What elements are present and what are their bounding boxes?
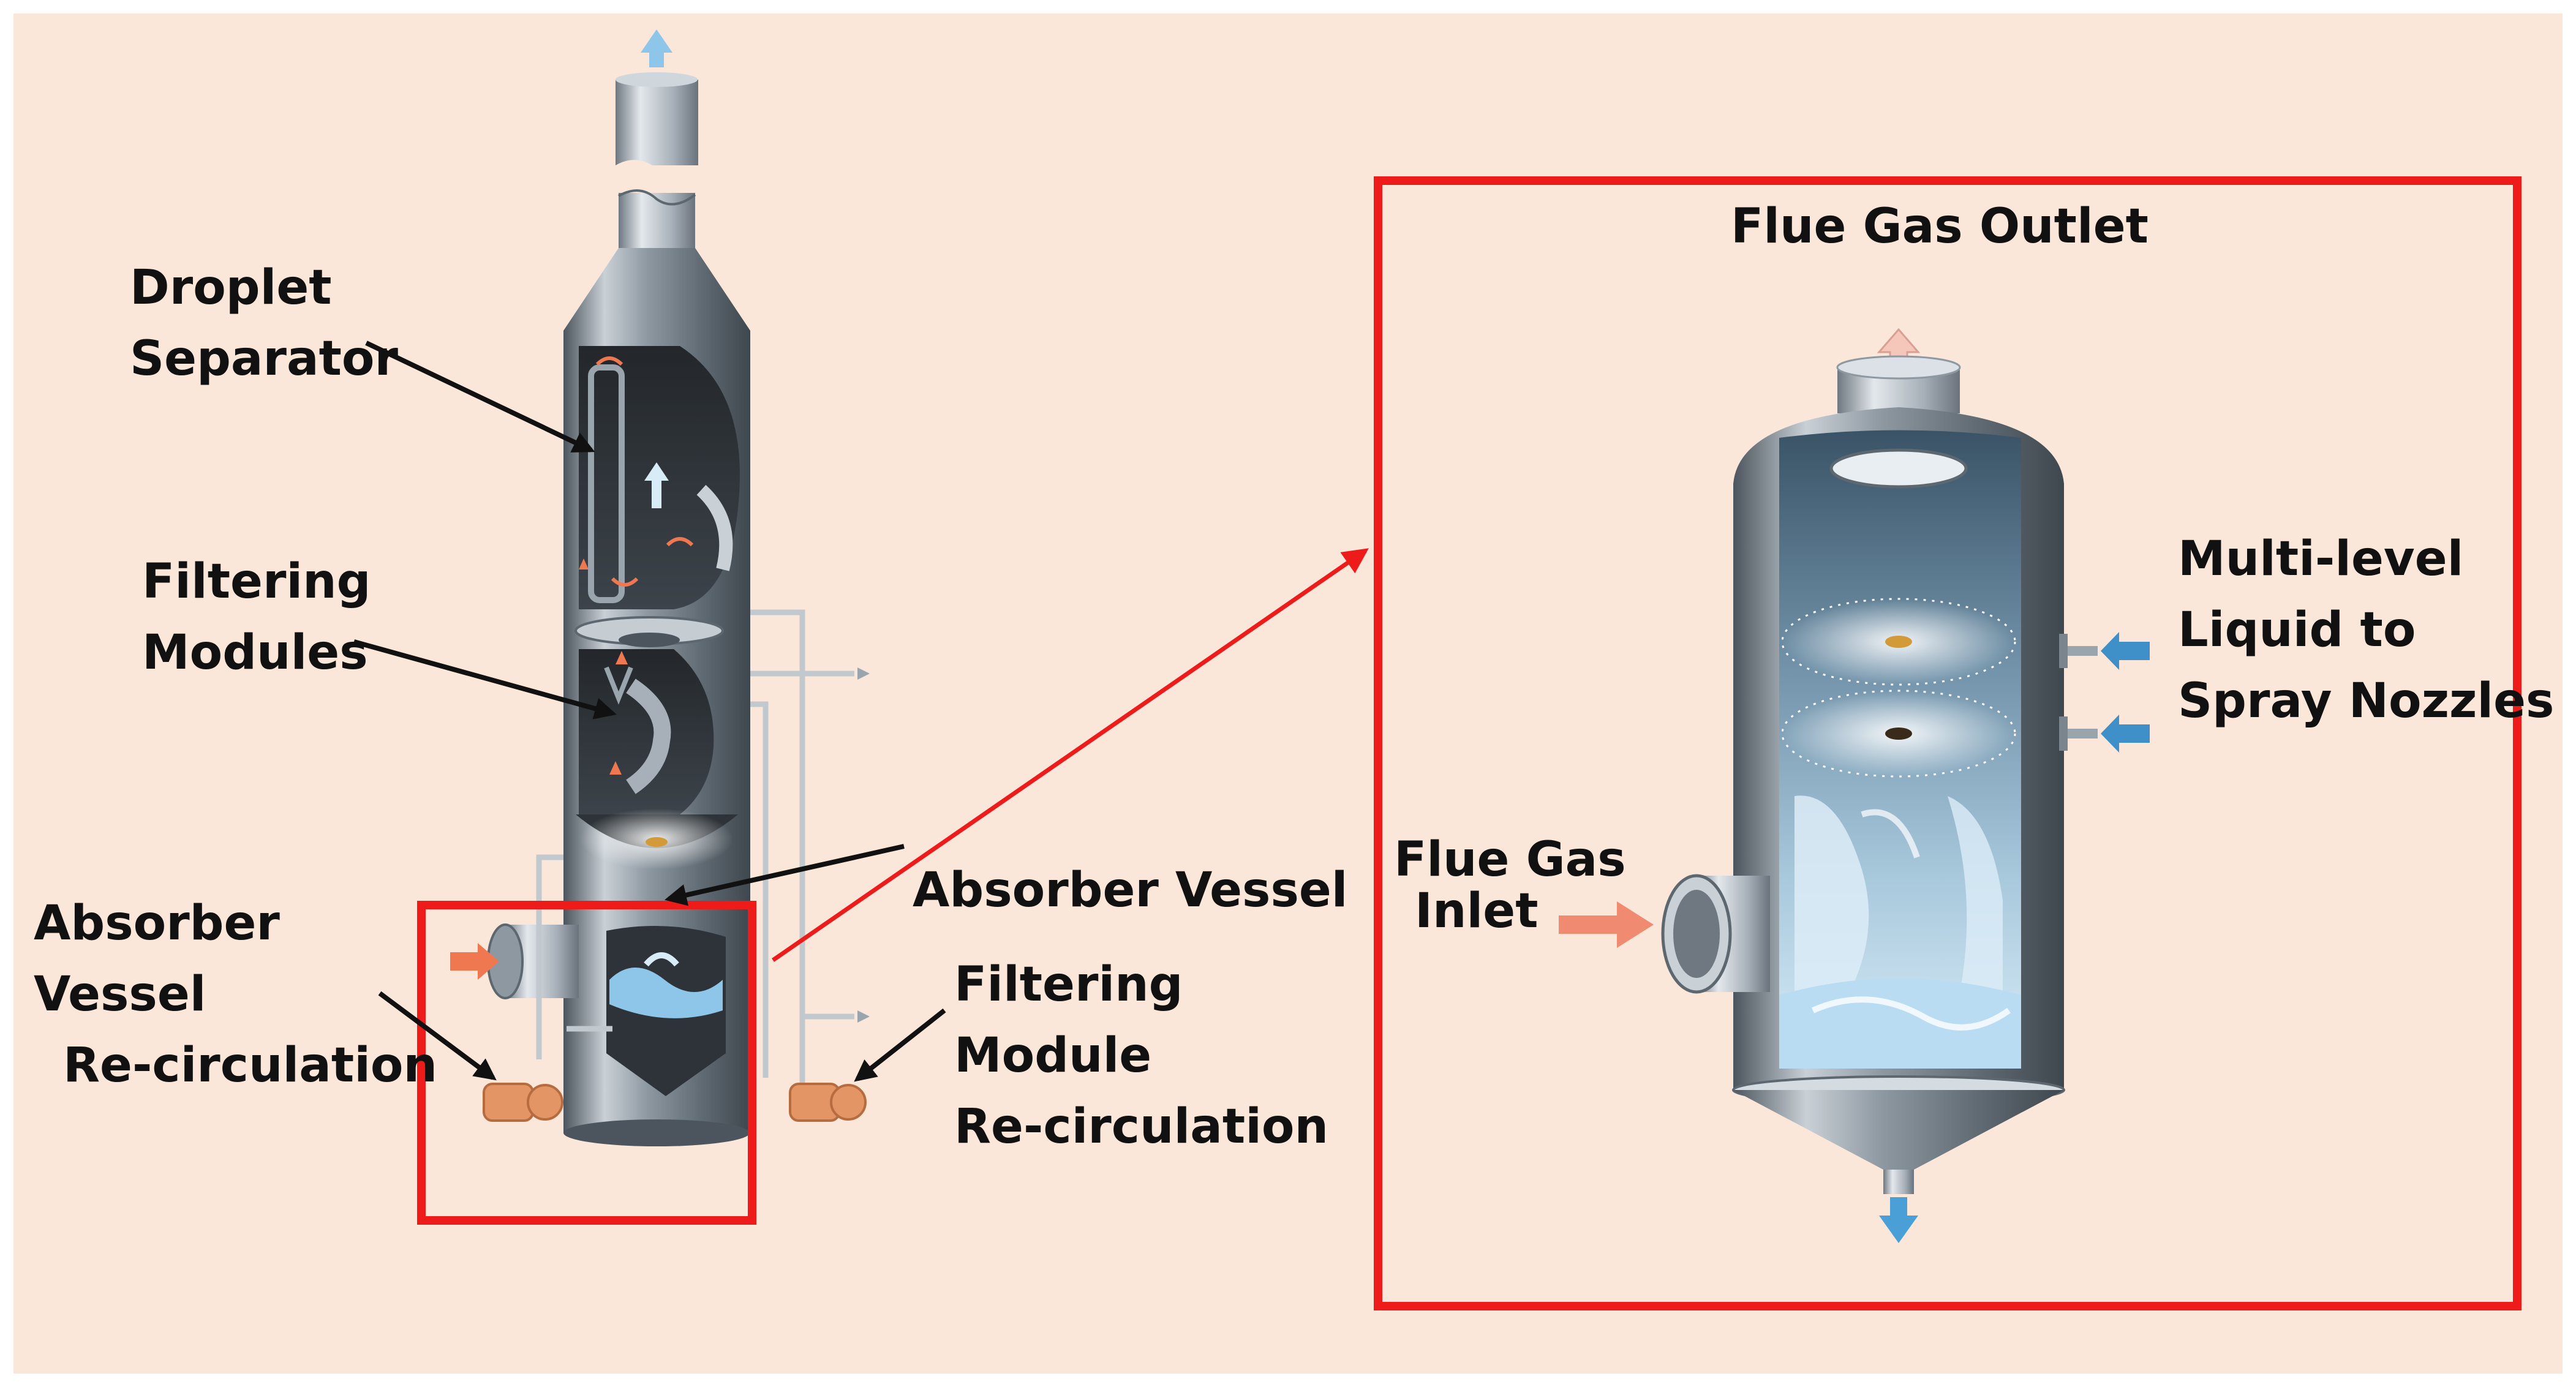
pump-icon bbox=[483, 1083, 563, 1122]
filtering-module-recirculation-pointer-arrow bbox=[854, 1008, 946, 1082]
label-line: Multi-level bbox=[2178, 532, 2464, 587]
absorber-highlight-box bbox=[417, 901, 756, 1225]
flue-gas-inlet-arrow-icon bbox=[450, 943, 499, 980]
label-line: Spray Nozzles bbox=[2178, 674, 2555, 729]
label-line: Vessel bbox=[34, 967, 206, 1022]
liquid-feed-arrow-icon bbox=[2101, 715, 2150, 753]
liquid-feed-arrow-icon bbox=[857, 667, 870, 680]
label-multi-level-liquid: Multi-level Liquid to Spray Nozzles bbox=[2178, 524, 2554, 737]
label-filtering-module-recirculation: Filtering Module Re-circulation bbox=[954, 949, 1328, 1162]
label-line: Absorber Vessel bbox=[913, 863, 1348, 918]
zoomed-absorber-vessel bbox=[1559, 328, 2150, 1243]
label-line: Flue Gas bbox=[1394, 832, 1626, 887]
label-line: Liquid to bbox=[2178, 603, 2416, 658]
filtering-modules-pointer-arrow bbox=[353, 639, 617, 720]
label-flue-gas-outlet: Flue Gas Outlet bbox=[1731, 191, 2149, 262]
flow-up-arrow-icon bbox=[644, 462, 669, 508]
absorber-vessel-pointer-arrow bbox=[664, 844, 905, 906]
absorber-recirculation-pointer-arrow bbox=[378, 991, 497, 1081]
scrubber-tower bbox=[450, 29, 870, 1146]
label-line: Flue Gas Outlet bbox=[1731, 199, 2149, 254]
label-droplet-separator: Droplet Separator bbox=[130, 252, 398, 394]
label-line: Re-circulation bbox=[63, 1038, 438, 1093]
zoomed-view-frame bbox=[1374, 176, 2521, 1310]
zoom-arrow bbox=[772, 548, 1369, 962]
label-line: Filtering bbox=[954, 957, 1183, 1012]
label-line: Inlet bbox=[1415, 884, 1538, 939]
label-filtering-modules: Filtering Modules bbox=[142, 546, 371, 688]
flow-up-arrow-icon bbox=[609, 761, 622, 775]
label-line: Separator bbox=[130, 331, 398, 386]
liquid-feed-arrow-icon bbox=[857, 1010, 870, 1023]
label-line: Modules bbox=[142, 625, 368, 680]
flue-gas-inlet-arrow-icon bbox=[1559, 901, 1654, 948]
label-line: Filtering bbox=[142, 554, 371, 609]
label-flue-gas-inlet: Flue Gas Inlet bbox=[1394, 834, 1626, 937]
droplet-separator-pointer-arrow bbox=[365, 340, 595, 453]
pump-icon bbox=[789, 1083, 867, 1122]
flow-up-arrow-icon bbox=[641, 29, 672, 67]
label-line: Module bbox=[954, 1028, 1152, 1083]
label-absorber-vessel-recirculation: Absorber Vessel Re-circulation bbox=[34, 888, 437, 1101]
label-line: Re-circulation bbox=[954, 1099, 1329, 1154]
flow-up-arrow-icon bbox=[579, 558, 589, 569]
flow-down-arrow-icon bbox=[1879, 1197, 1918, 1243]
liquid-feed-arrow-icon bbox=[2101, 632, 2150, 670]
label-line: Droplet bbox=[130, 260, 332, 315]
diagram-background bbox=[13, 13, 2563, 1374]
flow-up-arrow-icon bbox=[616, 651, 628, 664]
label-absorber-vessel: Absorber Vessel bbox=[913, 855, 1348, 926]
label-line: Absorber bbox=[34, 896, 280, 951]
